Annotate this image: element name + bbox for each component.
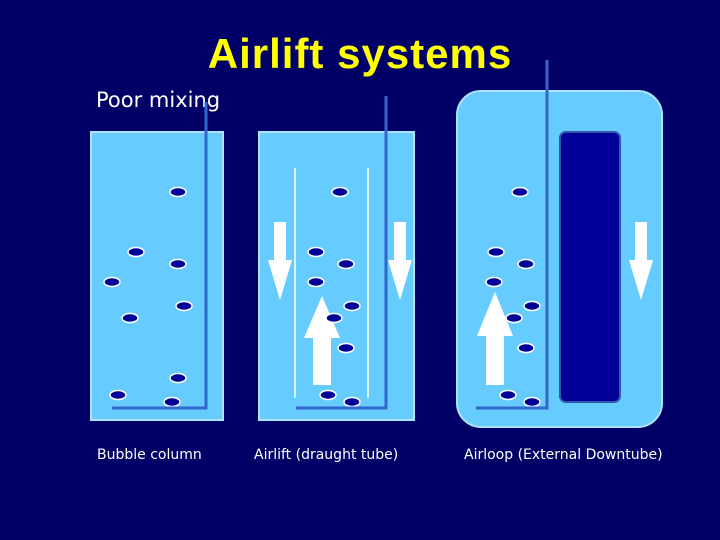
down-arrow-right [388, 222, 412, 300]
caption-airlift: Airlift (draught tube) [254, 447, 399, 463]
bubble [485, 276, 503, 288]
external-downtube-core [559, 131, 621, 403]
bubble [175, 300, 193, 312]
air-sparger-pipe [476, 60, 549, 410]
bubble [523, 300, 541, 312]
airloop-vessel [456, 60, 663, 428]
down-arrow-left [268, 222, 292, 300]
bubble-column-vessel [90, 102, 224, 421]
bubble [307, 246, 325, 258]
bubble [127, 246, 145, 258]
down-arrow-external [629, 222, 653, 300]
bubble [169, 258, 187, 270]
air-sparger-pipe [112, 102, 208, 410]
bubble [325, 312, 343, 324]
bubble [511, 186, 529, 198]
bubble [337, 342, 355, 354]
bubbles [485, 186, 541, 408]
bubble [169, 372, 187, 384]
bubble [523, 396, 541, 408]
bubble [517, 342, 535, 354]
air-sparger-pipe [296, 96, 388, 410]
subtitle-poor-mixing: Poor mixing [96, 88, 221, 112]
bubble [103, 276, 121, 288]
bubble [343, 300, 361, 312]
bubble [331, 186, 349, 198]
bubble [337, 258, 355, 270]
bubbles [103, 186, 193, 408]
bubble [307, 276, 325, 288]
bubble [163, 396, 181, 408]
caption-airloop: Airloop (External Downtube) [464, 447, 663, 463]
up-arrow-riser [477, 292, 513, 385]
bubble [343, 396, 361, 408]
bubble [487, 246, 505, 258]
airlift-vessel [258, 96, 415, 421]
bubble [505, 312, 523, 324]
liquid-tank [90, 131, 224, 421]
bubbles [307, 186, 361, 408]
bubble [517, 258, 535, 270]
bubble [109, 389, 127, 401]
bubble [319, 389, 337, 401]
bubble [499, 389, 517, 401]
caption-bubble-column: Bubble column [97, 447, 202, 463]
slide-title: Airlift systems [207, 30, 513, 77]
bubble [169, 186, 187, 198]
bubble [121, 312, 139, 324]
